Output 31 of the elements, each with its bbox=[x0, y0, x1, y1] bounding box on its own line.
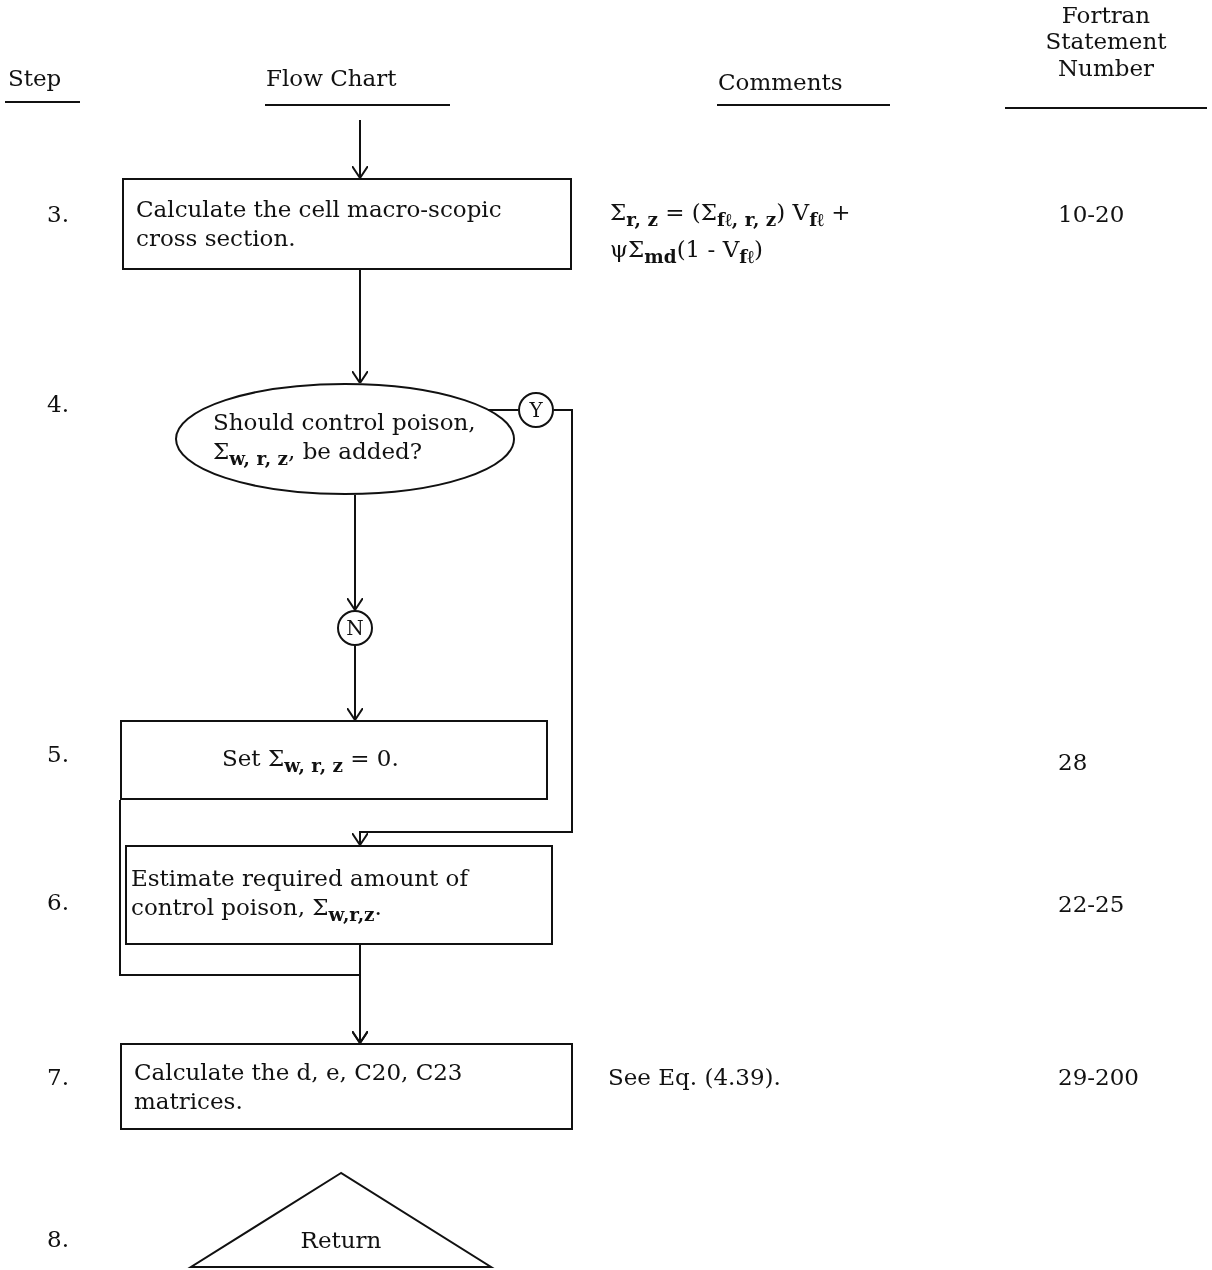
flow-arrow bbox=[351, 269, 369, 384]
statement-number: 28 bbox=[1058, 748, 1088, 777]
flow-arrow bbox=[346, 645, 364, 721]
step-number: 6. bbox=[47, 888, 69, 917]
process-box: Set Σ$_{w, r, z}$ = 0. bbox=[120, 720, 548, 800]
statement-number: 10-20 bbox=[1058, 200, 1125, 229]
step-number: 7. bbox=[47, 1063, 69, 1092]
column-header: Comments bbox=[718, 68, 843, 97]
step-number: 5. bbox=[47, 740, 69, 769]
decision-oval: Should control poison, Σ$_{w, r, z}$, be added? bbox=[175, 383, 515, 495]
step-number: 8. bbox=[47, 1225, 69, 1254]
step-number: 4. bbox=[47, 390, 69, 419]
column-header: Fortran Statement Number bbox=[1044, 2, 1168, 82]
process-box: Calculate the d, e, C20, C23 matrices. bbox=[120, 1043, 573, 1130]
process-box: Calculate the cell macro-scopic cross section. bbox=[122, 178, 572, 270]
statement-number: 22-25 bbox=[1058, 890, 1125, 919]
connector-line bbox=[487, 409, 519, 411]
flow-arrow bbox=[346, 494, 364, 611]
statement-number: 29-200 bbox=[1058, 1063, 1139, 1092]
connector-circle: N bbox=[337, 610, 373, 646]
column-header: Flow Chart bbox=[266, 64, 397, 93]
column-header: Step bbox=[8, 64, 62, 93]
formula-text: Σ$_{r, z}$ = (Σ$_{fℓ, r, z}$) V$_{fℓ}$ + ψΣ$_{md}$(1 - V$_{fℓ}$) bbox=[610, 198, 852, 269]
flow-arrow bbox=[351, 409, 573, 846]
flow-arrow bbox=[351, 944, 369, 1044]
connector-circle: Y bbox=[518, 392, 554, 428]
flow-arrow bbox=[351, 119, 369, 179]
comment-text: See Eq. (4.39). bbox=[608, 1063, 781, 1092]
return-triangle: Return bbox=[190, 1172, 492, 1268]
process-box: Estimate required amount of control poison, Σ$_{w,r,z}$. bbox=[125, 845, 553, 945]
step-number: 3. bbox=[47, 200, 69, 229]
